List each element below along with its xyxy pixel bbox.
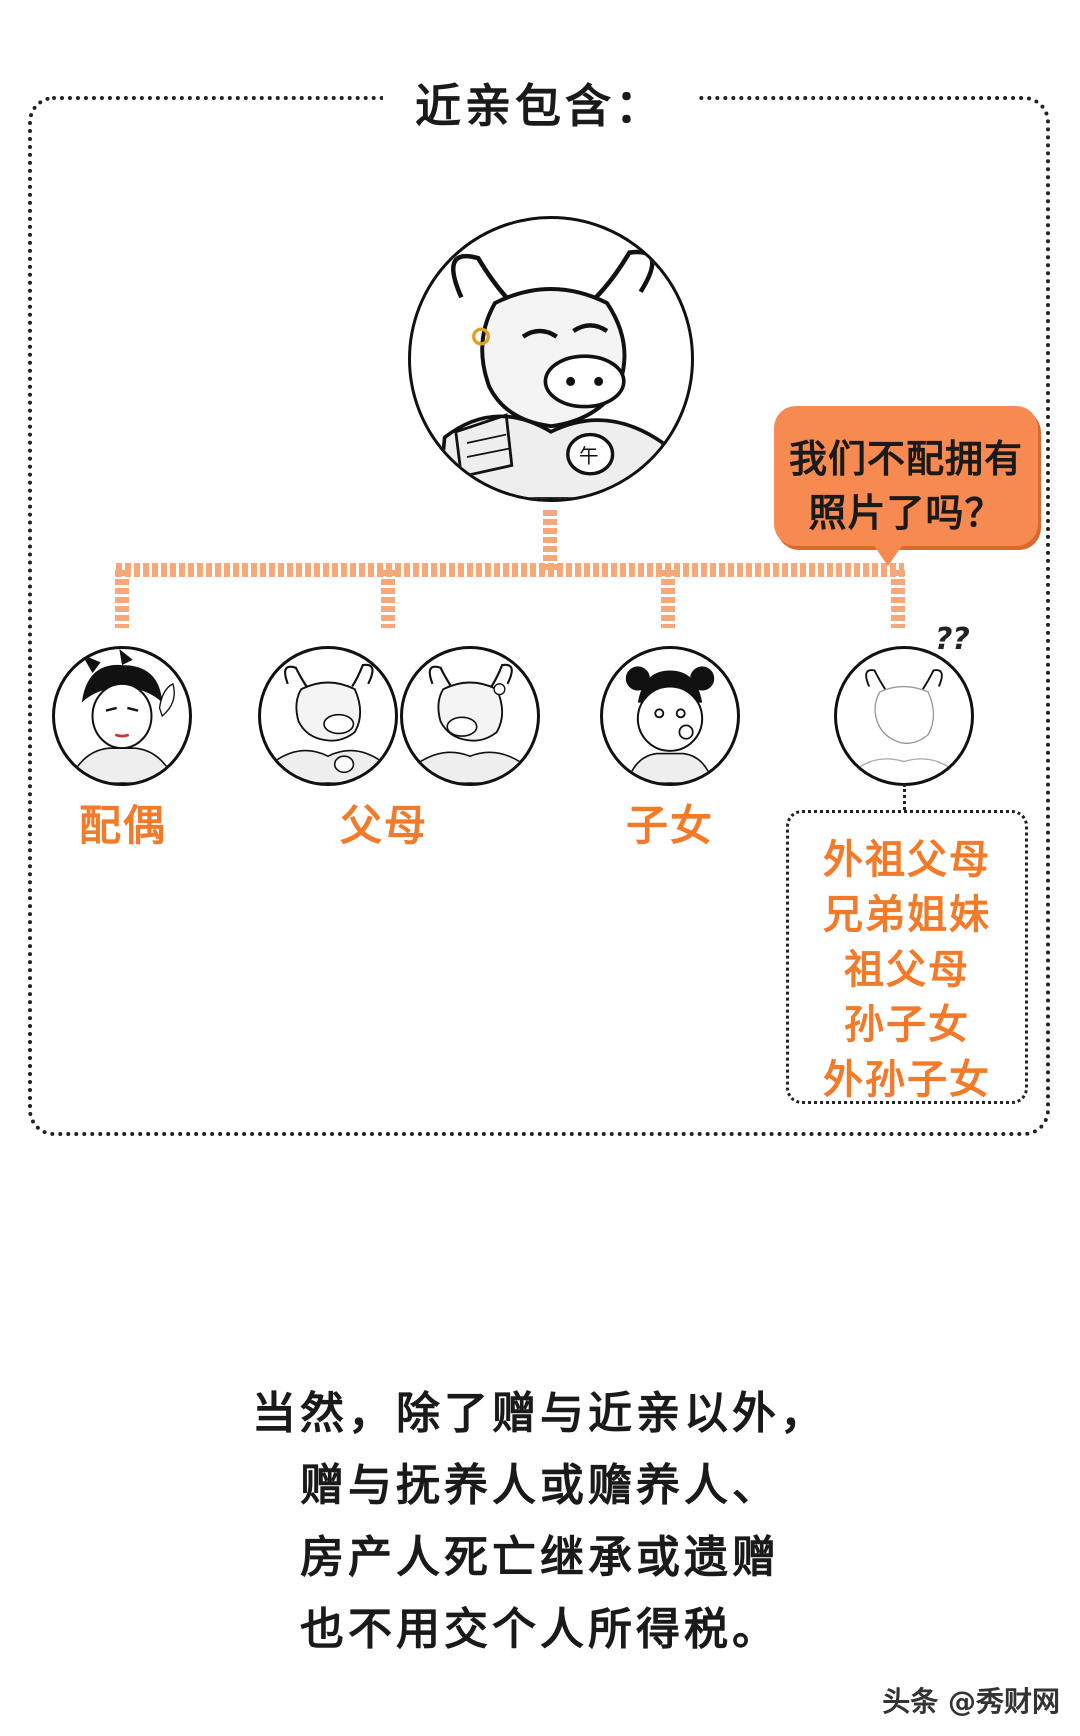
- relative-item: 兄弟姐妹: [823, 892, 991, 938]
- relative-item: 孙子女: [844, 1002, 970, 1048]
- paragraph-line: 也不用交个人所得税。: [300, 1604, 780, 1655]
- paragraph-line: 赠与抚养人或赡养人、: [300, 1460, 780, 1511]
- label-children: 子女: [625, 801, 714, 850]
- ox-father-icon: [258, 646, 398, 786]
- blank-ox-outline-icon: [834, 646, 974, 786]
- ox-character-icon: 午: [408, 216, 694, 502]
- watermark: 头条 @秀财网: [882, 1685, 1060, 1718]
- paragraph-line: 房产人死亡继承或遗赠: [300, 1532, 780, 1583]
- svg-text:午: 午: [579, 445, 599, 468]
- relative-item: 祖父母: [844, 947, 970, 993]
- question-marks: ??: [935, 622, 970, 657]
- tree-connector: [115, 510, 905, 628]
- speech-line-1: 我们不配拥有: [788, 437, 1023, 481]
- relative-item: 外祖父母: [823, 837, 991, 883]
- relative-item: 外孙子女: [823, 1057, 991, 1103]
- speech-line-2: 照片了吗？: [808, 491, 1004, 535]
- other-relatives-box: 外祖父母 兄弟姐妹 祖父母 孙子女 外孙子女: [786, 810, 1028, 1104]
- label-spouse: 配偶: [78, 801, 167, 850]
- label-parents: 父母: [339, 801, 428, 850]
- ox-mother-icon: [400, 646, 540, 786]
- speech-bubble-tail: [870, 540, 906, 566]
- others-connector: [903, 784, 906, 810]
- speech-bubble: 我们不配拥有 照片了吗？: [774, 406, 1038, 546]
- paragraph-line: 当然，除了赠与近亲以外，: [252, 1388, 828, 1439]
- child-character-icon: [600, 646, 740, 786]
- woman-character-icon: [52, 646, 192, 786]
- footnote-paragraph: 当然，除了赠与近亲以外， 赠与抚养人或赡养人、 房产人死亡继承或遗赠 也不用交个…: [0, 1378, 1080, 1666]
